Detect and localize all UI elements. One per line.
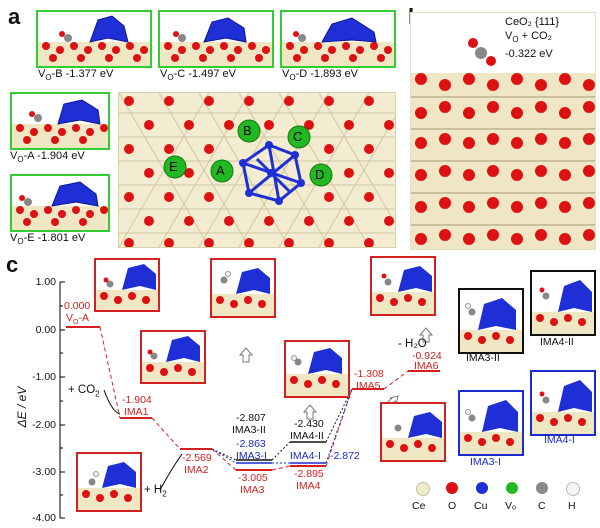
- site-label-e: E: [169, 159, 178, 174]
- structure-box-ima2: [76, 452, 142, 512]
- h2-label: + H2: [144, 484, 167, 499]
- name-va: VO-A: [66, 312, 89, 327]
- structure-box-ima1: [140, 330, 206, 384]
- value-ima3i: -2.863: [236, 438, 266, 450]
- legend-label-vo: Vₒ: [505, 500, 516, 512]
- slab-side-structure: [411, 38, 595, 249]
- label-ima3ii: IMA3-II: [466, 352, 500, 364]
- structure-box-ima6: [380, 402, 446, 462]
- structure-box-ima4i: [530, 370, 596, 436]
- panel-c-letter: c: [6, 252, 19, 277]
- legend-dot-ce: [416, 482, 430, 496]
- value-ima1: -1.904: [122, 394, 152, 406]
- label-vo-d: VO-D -1.893 eV: [282, 68, 358, 83]
- value-ima2: -2.569: [182, 452, 212, 464]
- panel-b-line2: VO + CO₂: [505, 30, 552, 45]
- legend-label-h: H: [568, 500, 576, 512]
- structure-box-ima3: [210, 258, 276, 318]
- co2-label: + CO2: [68, 384, 100, 399]
- structure-box-ima5: [370, 256, 436, 316]
- name-ima4ii: IMA4-II: [290, 430, 324, 442]
- name-ima6: IMA6: [414, 360, 439, 372]
- ytick-m3: -3.00: [32, 466, 56, 478]
- legend-label-cu: Cu: [474, 500, 488, 512]
- side-view-slab: CeO₂ {111} VO + CO₂ -0.322 eV: [410, 12, 596, 250]
- label-vo-b: VO-B -1.377 eV: [38, 68, 114, 83]
- value-ima5: -1.308: [354, 368, 384, 380]
- thumb-vo-d: [280, 10, 396, 68]
- ytick-0: 0.00: [35, 324, 56, 336]
- slab-structure-c: [160, 17, 272, 66]
- site-label-b: B: [243, 123, 252, 138]
- label-vo-e: VO-E -1.801 eV: [10, 232, 86, 247]
- site-label-d: D: [315, 167, 325, 182]
- surface-lattice: [119, 93, 395, 247]
- structure-box-ima3ii: [458, 288, 524, 354]
- name-ima3ii: IMA3-II: [232, 424, 266, 436]
- label-vo-a: VO-A -1.904 eV: [10, 150, 85, 165]
- name-ima3: IMA3: [240, 484, 265, 496]
- thumb-vo-b: [36, 10, 152, 68]
- value-ima4: -2.895: [294, 468, 324, 480]
- legend-dot-h: [566, 482, 580, 496]
- thumb-vo-e: [10, 174, 110, 232]
- ytick-m4: -4.00: [32, 512, 56, 524]
- h2o-label: - H₂O: [398, 338, 427, 350]
- name-ima5: IMA5: [356, 380, 381, 392]
- slab-structure-e: [12, 181, 108, 230]
- thumb-vo-c: [158, 10, 274, 68]
- legend-label-c: C: [538, 500, 546, 512]
- legend-dot-vo: [506, 482, 518, 494]
- value-ima3ii: -2.807: [236, 412, 266, 424]
- legend-label-o: O: [448, 500, 457, 512]
- site-label-a: A: [216, 163, 225, 178]
- ytick-m1: -1.00: [32, 371, 56, 383]
- legend-label-ce: Ce: [412, 500, 426, 512]
- label-ima4i: IMA4-I: [544, 434, 575, 446]
- slab-structure-a: [12, 99, 108, 148]
- name-ima4: IMA4: [296, 480, 321, 492]
- structure-box-ima4ii: [530, 270, 596, 336]
- label-ima4ii: IMA4-II: [540, 336, 574, 348]
- value-ima4ii: -2.430: [294, 418, 324, 430]
- structure-box-ima4: [284, 340, 350, 398]
- value-ima4i: -2.872: [330, 450, 360, 462]
- slab-structure-b: [38, 15, 150, 66]
- name-ima3i: IMA3-I: [236, 450, 267, 462]
- panel-a-letter: a: [8, 4, 21, 29]
- name-ima1: IMA1: [124, 406, 149, 418]
- structure-box-va: [94, 258, 160, 312]
- top-view-surface: A B C D E: [118, 92, 396, 248]
- value-va: 0.000: [64, 300, 91, 312]
- name-ima2: IMA2: [184, 464, 209, 476]
- legend-dot-c: [536, 482, 548, 494]
- ytick-m2: -2.00: [32, 419, 56, 431]
- legend-dot-cu: [476, 482, 488, 494]
- value-ima6: -0.924: [412, 350, 442, 362]
- label-ima3i: IMA3-I: [470, 456, 501, 468]
- label-vo-c: VO-C -1.497 eV: [160, 68, 236, 83]
- panel-b-line3: -0.322 eV: [505, 48, 553, 61]
- name-ima4i: IMA4-I: [290, 450, 321, 462]
- panel-b-line1: CeO₂ {111}: [505, 16, 560, 28]
- structure-box-ima3i: [458, 390, 524, 456]
- ytick-1: 1.00: [35, 276, 56, 288]
- legend-dot-o: [446, 482, 458, 494]
- value-ima3: -3.005: [238, 472, 268, 484]
- panel-b-caption: CeO₂ {111} VO + CO₂ -0.322 eV: [505, 15, 595, 61]
- thumb-vo-a: [10, 92, 110, 150]
- site-label-c: C: [293, 129, 303, 144]
- slab-structure-d: [282, 17, 394, 66]
